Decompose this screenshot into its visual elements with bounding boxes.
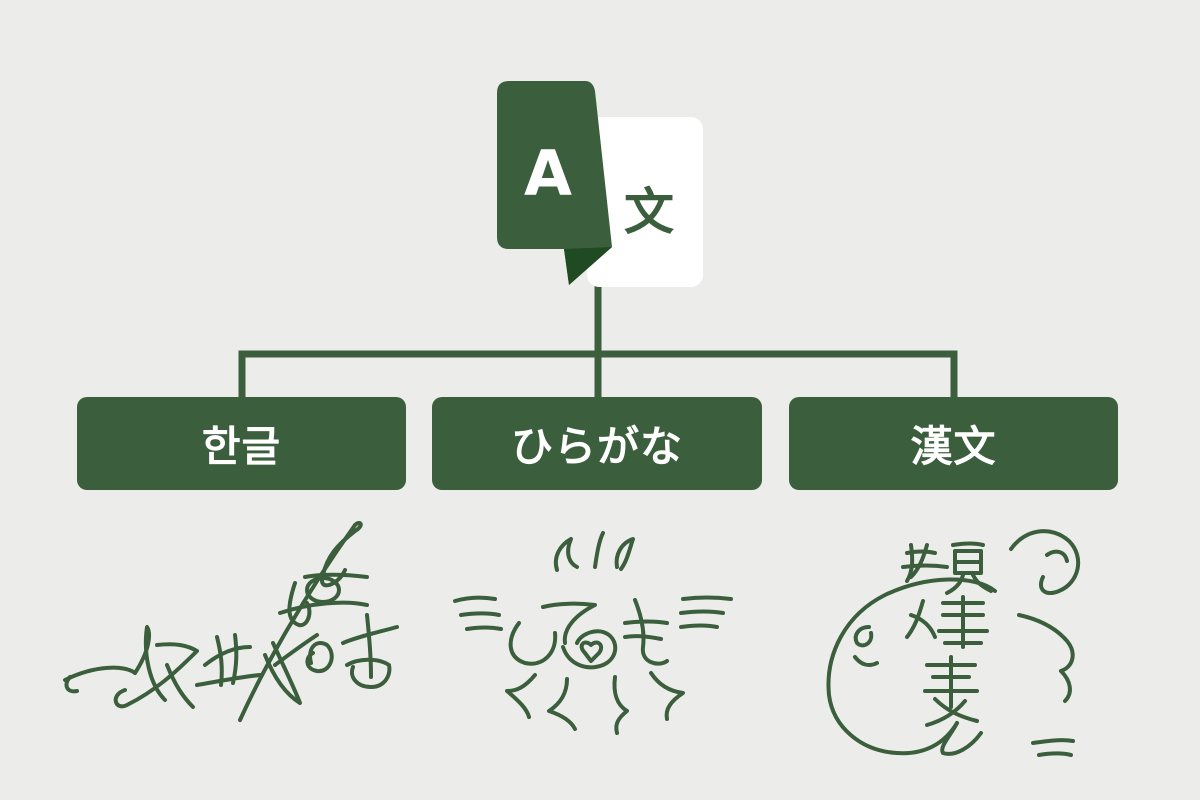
- translate-icon: A 文: [497, 81, 703, 287]
- logo-front-card: [497, 81, 612, 285]
- hangul-signature: [55, 515, 405, 770]
- script-box-hangul: 한글: [77, 397, 406, 490]
- logo-letter-cjk: 文: [624, 183, 674, 241]
- kanji-signature: [815, 515, 1095, 770]
- script-box-hiragana: ひらがな: [432, 397, 762, 490]
- logo-letter-latin: A: [524, 137, 572, 210]
- script-label-kanji: 漢文: [910, 422, 997, 471]
- script-box-kanji: 漢文: [789, 397, 1118, 490]
- script-label-hangul: 한글: [201, 422, 282, 471]
- logo-back-card: [587, 117, 703, 287]
- hiragana-signature: [445, 515, 745, 770]
- logo-fold: [564, 247, 612, 285]
- script-label-hiragana: ひらがな: [510, 422, 683, 471]
